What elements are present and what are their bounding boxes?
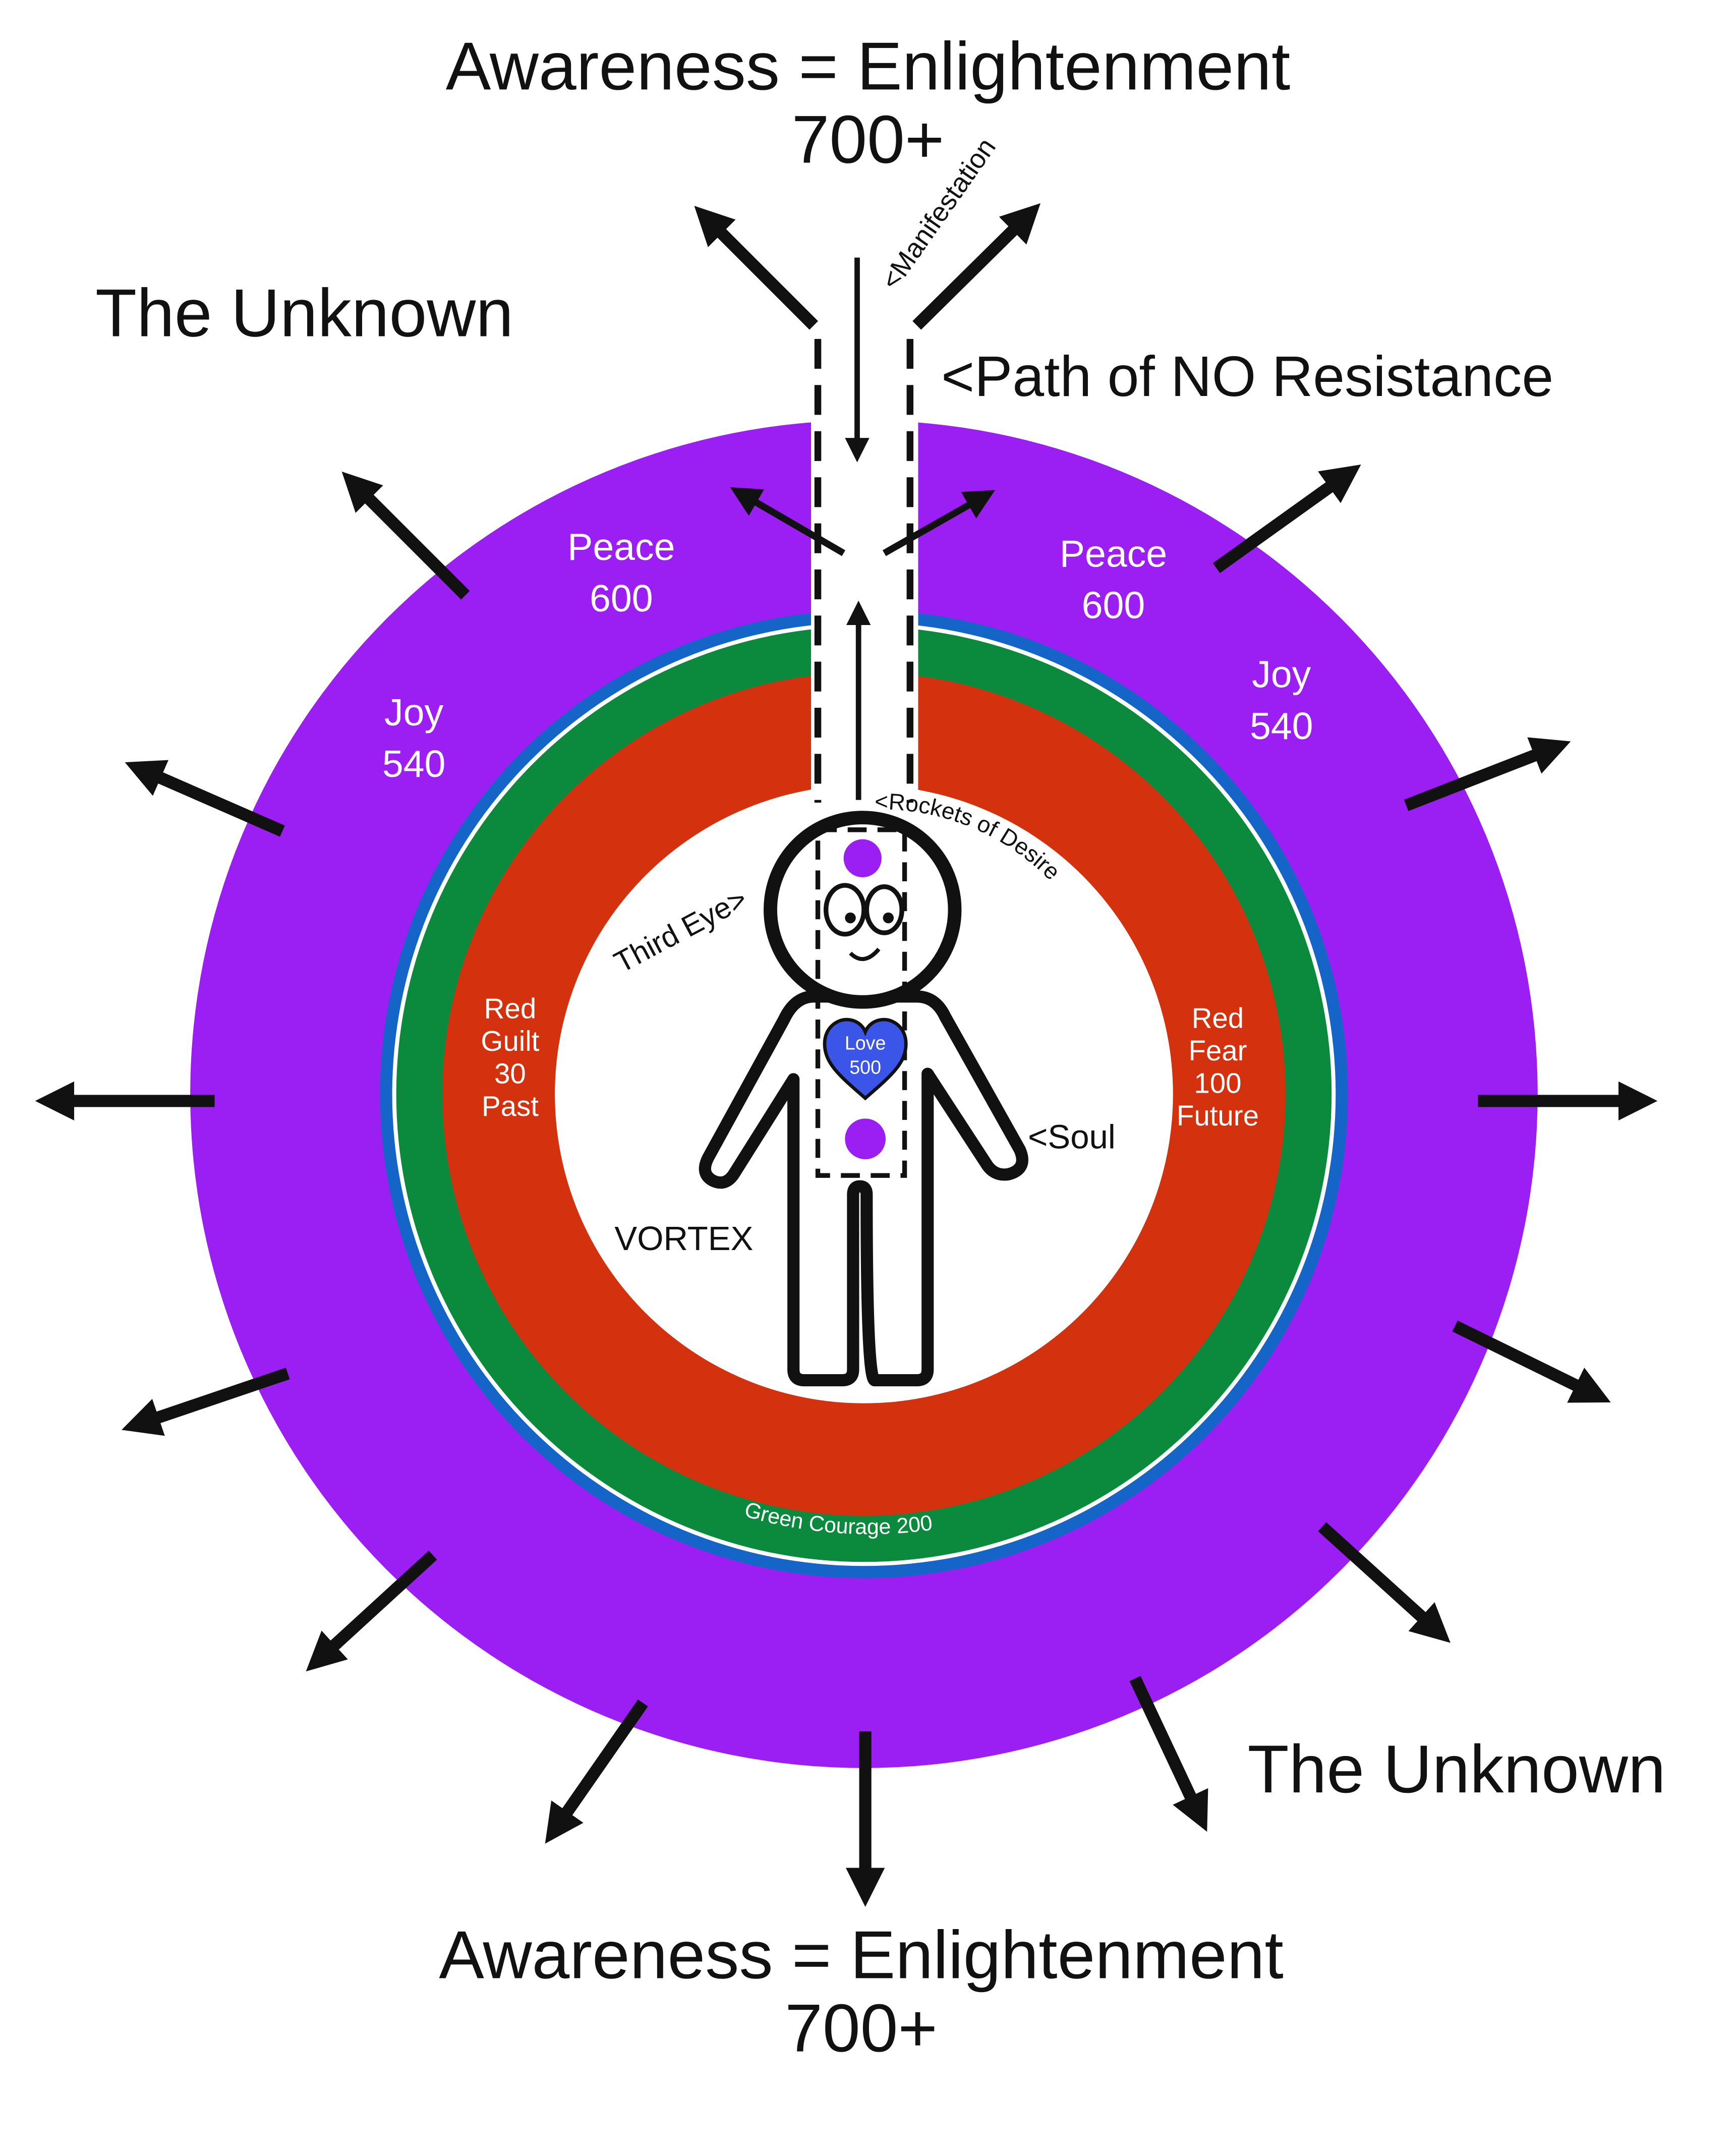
figure-soul-channel	[815, 827, 907, 1178]
title-top-line2: 700+	[792, 102, 945, 178]
person-figure: Love 500	[699, 811, 1028, 1387]
joy-right-value: 540	[1250, 705, 1313, 747]
radiating-arrow	[1212, 464, 1361, 573]
guilt-color-label: Red	[484, 992, 537, 1024]
radiating-arrows	[35, 464, 1658, 1907]
radiating-arrow	[1404, 737, 1571, 811]
radiating-arrow	[341, 471, 470, 600]
diverge-right-arrow	[882, 490, 996, 556]
radiating-arrow	[125, 760, 285, 837]
joy-left-value: 540	[382, 743, 446, 785]
joy-left-label: Joy	[384, 691, 443, 733]
vortex-label: VORTEX	[614, 1220, 753, 1258]
peace-right-value: 600	[1082, 584, 1145, 627]
love-label: Love	[845, 1032, 886, 1053]
radiating-arrow	[1318, 1522, 1451, 1643]
soul-chakra	[845, 1118, 886, 1159]
figure-smile	[849, 947, 881, 962]
title-top-line1: Awareness = Enlightenment	[446, 28, 1291, 104]
guilt-value-label: 30	[494, 1057, 526, 1089]
radiating-arrow	[306, 1550, 437, 1672]
joy-right-label: Joy	[1252, 653, 1311, 696]
radiating-arrow	[1129, 1676, 1208, 1832]
top-left-exit-arrow	[694, 206, 819, 330]
figure-right-eye	[864, 884, 904, 935]
fear-color-label: Red	[1192, 1002, 1244, 1034]
unknown-bottom-right-label: The Unknown	[1248, 1731, 1666, 1807]
unknown-top-left-label: The Unknown	[95, 275, 513, 351]
third-eye-chakra	[843, 839, 882, 877]
peace-left-value: 600	[590, 577, 653, 619]
guilt-time-label: Past	[482, 1090, 539, 1122]
path-channel	[811, 407, 918, 814]
peace-left-label: Peace	[567, 526, 675, 568]
fear-name-label: Fear	[1188, 1035, 1247, 1066]
title-bottom-line1: Awareness = Enlightenment	[439, 1917, 1284, 1993]
figure-left-eye	[823, 883, 866, 937]
love-heart	[823, 1017, 908, 1101]
love-value: 500	[849, 1057, 881, 1078]
figure-left-pupil	[845, 912, 856, 924]
radiating-arrow	[545, 1699, 648, 1844]
radiating-arrow	[122, 1368, 290, 1436]
title-bottom-line2: 700+	[785, 1990, 938, 2066]
fear-value-label: 100	[1194, 1067, 1241, 1099]
guilt-name-label: Guilt	[481, 1025, 539, 1057]
peace-right-label: Peace	[1060, 532, 1167, 575]
path-of-no-resistance-label: <Path of NO Resistance	[941, 345, 1553, 408]
fear-time-label: Future	[1177, 1100, 1259, 1132]
soul-label: <Soul	[1028, 1118, 1116, 1156]
figure-right-pupil	[883, 912, 894, 924]
top-right-exit-arrow	[912, 203, 1040, 330]
figure-body-outline	[699, 990, 1028, 1387]
radiating-arrow	[1452, 1320, 1611, 1403]
diverge-left-arrow	[730, 487, 845, 556]
